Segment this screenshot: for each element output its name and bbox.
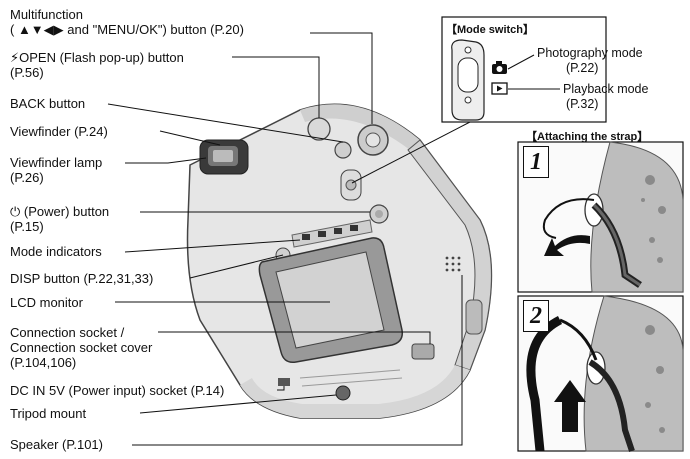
power-line-2: (P.15) — [10, 219, 44, 234]
connection-line-1: Connection socket / — [10, 325, 125, 340]
viewfinder-part — [199, 139, 249, 175]
connection-cover-part — [411, 343, 435, 360]
tripod-line-1: Tripod mount — [10, 406, 87, 421]
flash-line-1: ⚡OPEN (Flash pop-up) button — [10, 50, 184, 65]
speaker-holes — [445, 256, 461, 272]
playback-mode-label: Playback mode — [563, 82, 649, 96]
mode-indicators-label: Mode indicators — [10, 244, 102, 259]
back-label: BACK button — [10, 96, 85, 111]
dcin-label: DC IN 5V (Power input) socket (P.14) — [10, 383, 224, 398]
connection-line-3: (P.104,106) — [10, 355, 77, 370]
viewfinder-lamp-line-1: Viewfinder lamp — [10, 155, 103, 170]
back-line-1: BACK button — [10, 96, 86, 111]
viewfinder-lamp-line-2: (P.26) — [10, 170, 44, 185]
strap-step-2: 2 — [523, 300, 549, 332]
playback-icon — [491, 82, 508, 95]
leader-lines — [107, 32, 463, 446]
connection-label: Connection socket / Connection socket co… — [10, 325, 152, 370]
multifunction-label: Multifunction ( ▲▼◀▶ and "MENU/OK") butt… — [10, 7, 244, 37]
playback-mode-page: (P.32) — [566, 97, 599, 111]
flash-line-2: (P.56) — [10, 65, 44, 80]
viewfinder-label: Viewfinder (P.24) — [10, 124, 108, 139]
connection-line-2: Connection socket cover — [10, 340, 153, 355]
photography-mode-label: Photography mode — [537, 46, 643, 60]
disp-line-1: DISP button (P.22,31,33) — [10, 271, 154, 286]
power-line-1: ⏻ (Power) button — [10, 204, 110, 219]
speaker-line-1: Speaker (P.101) — [10, 437, 103, 452]
mode-switch-inset — [351, 16, 607, 184]
dcin-line-1: DC IN 5V (Power input) socket (P.14) — [10, 383, 225, 398]
flash-label: ⚡OPEN (Flash pop-up) button (P.56) — [10, 50, 184, 80]
mode-indicators-line-1: Mode indicators — [10, 244, 102, 259]
camera-icon — [492, 61, 507, 74]
body-vents — [299, 369, 403, 387]
tripod-label: Tripod mount — [10, 406, 86, 421]
viewfinder-line-1: Viewfinder (P.24) — [10, 124, 108, 139]
tripod-mount-part — [335, 385, 351, 401]
lcd-line-1: LCD monitor — [10, 295, 83, 310]
mode-indicator-strip — [291, 219, 373, 248]
photography-mode-page: (P.22) — [566, 61, 599, 75]
strap-title: 【Attaching the strap】 — [526, 131, 649, 143]
speaker-label: Speaker (P.101) — [10, 437, 103, 452]
multifunction-line-1: Multifunction — [10, 7, 83, 22]
power-label: ⏻ (Power) button (P.15) — [10, 204, 109, 234]
multifunction-line-2: ( ▲▼◀▶ and "MENU/OK") button (P.20) — [10, 22, 244, 37]
lcd-part — [258, 237, 404, 364]
mode-switch-title: 【Mode switch】 — [446, 24, 535, 36]
lcd-label: LCD monitor — [10, 295, 83, 310]
strap-inset — [517, 141, 684, 452]
disp-label: DISP button (P.22,31,33) — [10, 271, 153, 286]
viewfinder-lamp-label: Viewfinder lamp (P.26) — [10, 155, 102, 185]
strap-step-1: 1 — [523, 146, 549, 178]
dc-socket-part — [278, 378, 290, 386]
